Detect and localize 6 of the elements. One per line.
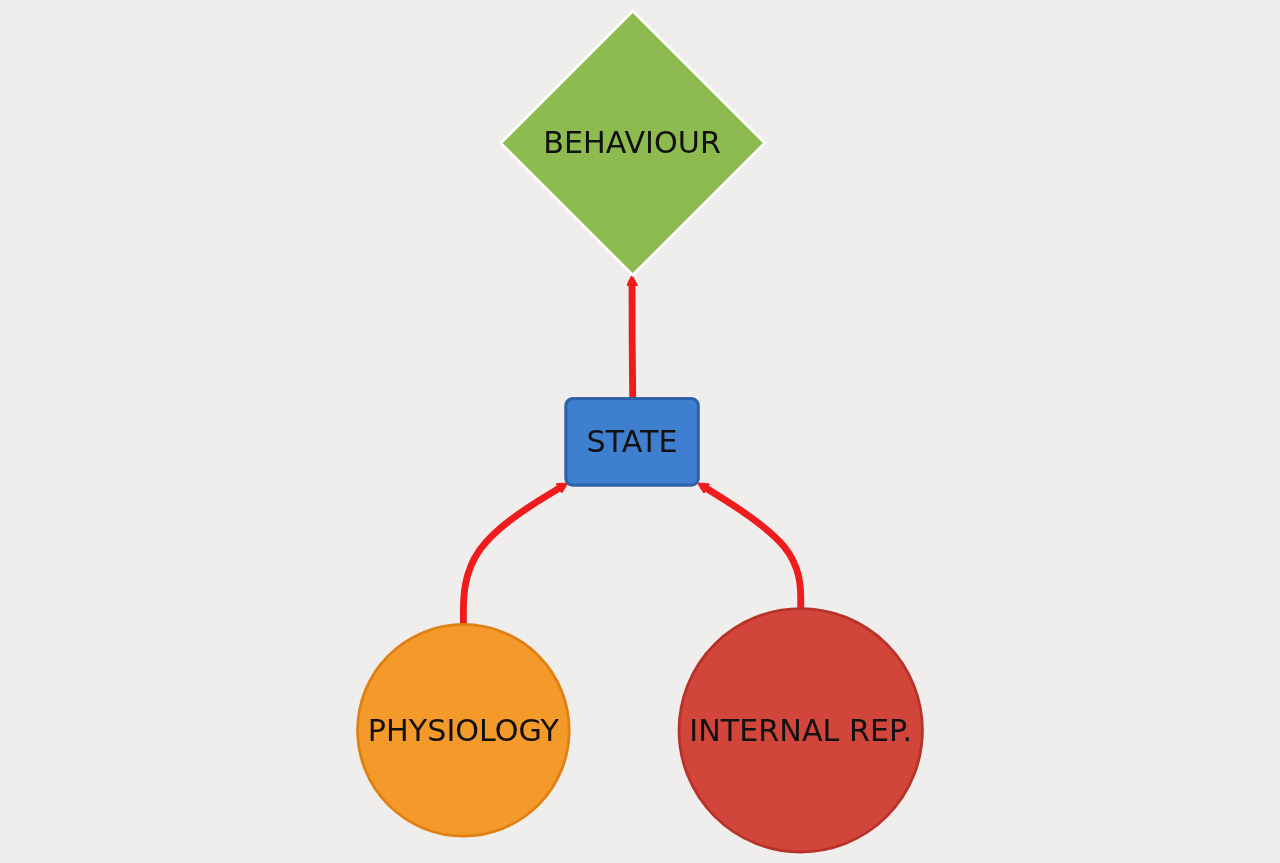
node-diamond: BEHAVIOUR	[498, 9, 767, 277]
arrow	[459, 482, 569, 625]
node-circle: PHYSIOLOGY	[356, 623, 571, 838]
node-circle: INTERNAL REP.	[677, 607, 924, 854]
arrow	[697, 482, 805, 609]
arrow	[626, 274, 639, 400]
